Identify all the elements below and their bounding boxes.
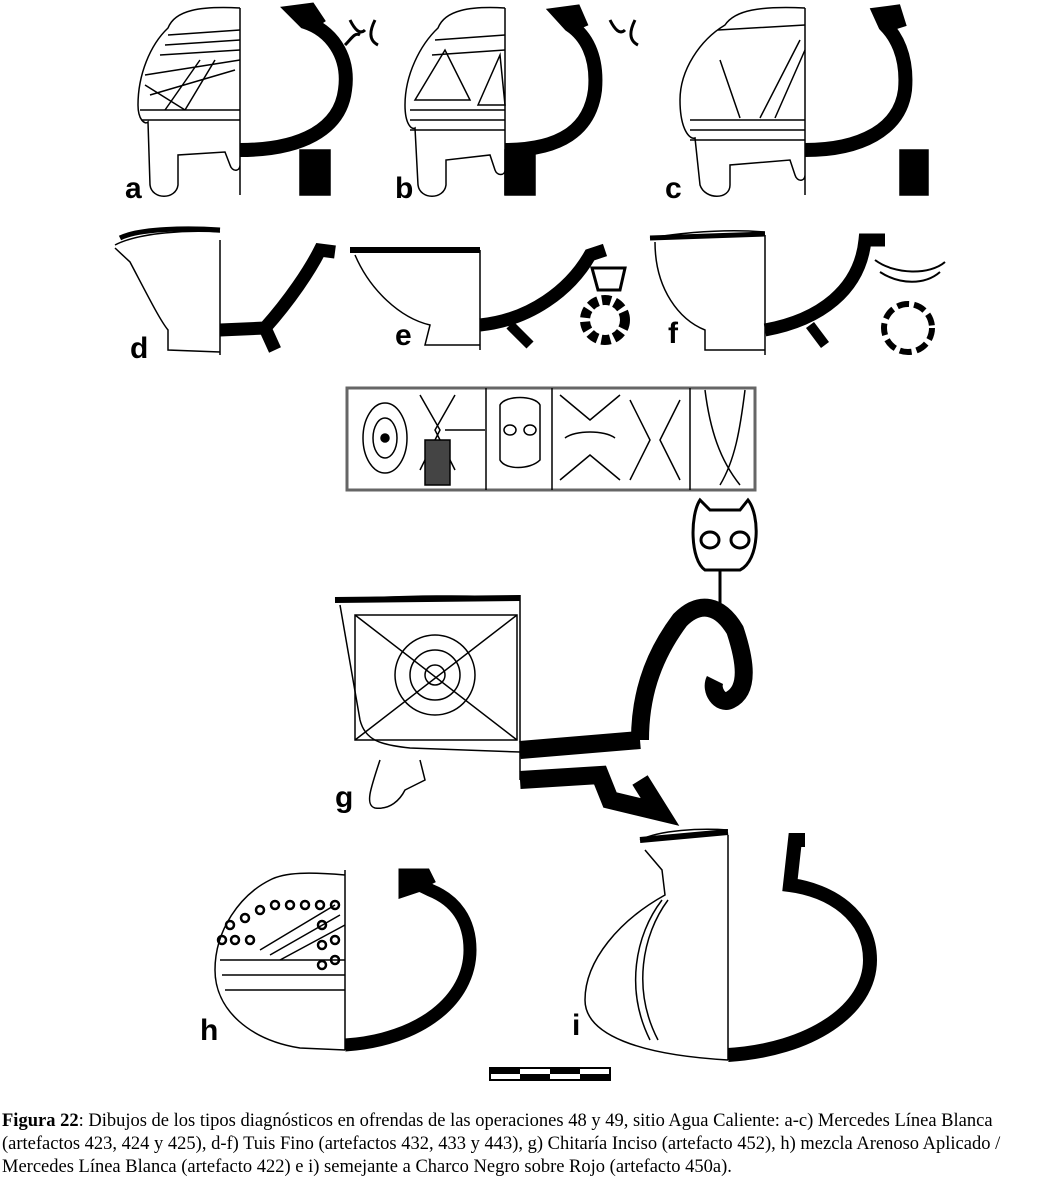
panel-label-f: f [668, 317, 679, 350]
pottery-drawings-figure: a b c d e f [114, 2, 946, 1081]
vessel-e [349, 243, 630, 350]
panel-label-d: d [130, 332, 148, 365]
vessel-b [404, 4, 639, 197]
figure-caption: Figura 22: Dibujos de los tipos diagnóst… [2, 1110, 1060, 1179]
caption-text: : Dibujos de los tipos diagnósticos en o… [2, 1111, 1001, 1177]
vessel-d [114, 226, 336, 355]
figure-label: Figura 22 [2, 1111, 79, 1131]
scale-bar [489, 1067, 611, 1081]
vessel-f [649, 230, 946, 355]
vessel-i [584, 828, 878, 1062]
panel-label-b: b [395, 172, 413, 205]
panel-label-a: a [125, 172, 142, 205]
vessel-g [334, 497, 758, 826]
panel-label-i: i [572, 1009, 580, 1042]
vessel-c [679, 4, 929, 197]
vessel-h [214, 868, 477, 1052]
vessel-a [137, 2, 379, 197]
panel-label-g: g [335, 781, 353, 814]
panel-label-c: c [665, 172, 682, 205]
panel-label-e: e [395, 319, 412, 352]
decoration-frieze [345, 386, 757, 492]
panel-label-h: h [200, 1014, 218, 1047]
